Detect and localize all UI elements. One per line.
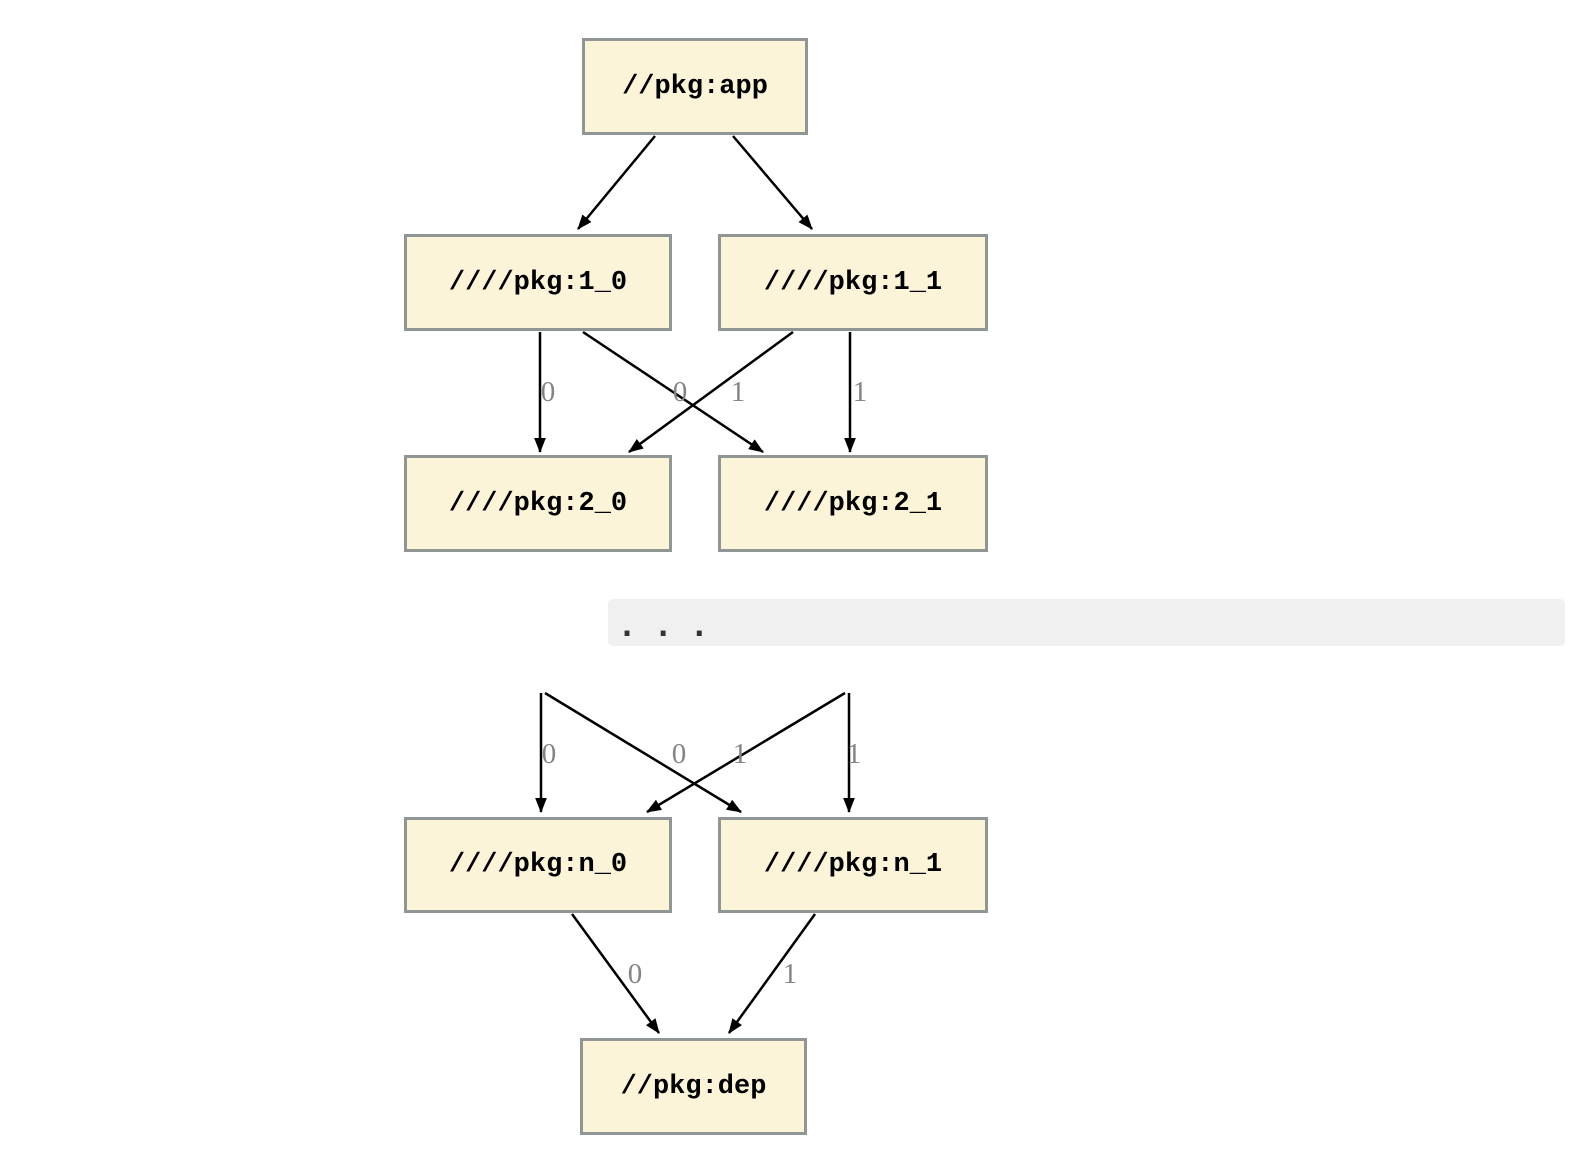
edge-ellipsis-to-n_1-cross bbox=[544, 691, 742, 814]
edge-n_1-to-dep bbox=[727, 913, 817, 1034]
edge-label-n_1-dep: 1 bbox=[783, 958, 798, 990]
edge-label-ellipsis-n_1-right: 1 bbox=[847, 738, 862, 770]
edge-label-ellipsis-n_1-cross: 0 bbox=[672, 738, 687, 770]
ellipsis-dots: . . . bbox=[618, 609, 709, 644]
node-pkg-2_0: ////pkg:2_0 bbox=[404, 455, 672, 552]
edge-label-ellipsis-n_0-left: 0 bbox=[542, 738, 557, 770]
edge-label-1_0-2_0: 0 bbox=[541, 376, 556, 408]
edge-label-1_1-2_0: 1 bbox=[731, 376, 746, 408]
edge-ellipsis-to-n_0-cross bbox=[646, 691, 846, 814]
edge-app-to-1_0 bbox=[577, 135, 656, 230]
node-pkg-1_0: ////pkg:1_0 bbox=[404, 234, 672, 331]
edge-n_0-to-dep bbox=[570, 913, 661, 1034]
edge-app-to-1_1 bbox=[732, 135, 813, 230]
edge-1_0-to-2_1 bbox=[582, 330, 764, 454]
edge-label-1_0-2_1: 0 bbox=[673, 376, 688, 408]
node-dep: //pkg:dep bbox=[580, 1038, 807, 1135]
edge-1_1-to-2_0 bbox=[628, 330, 794, 454]
ellipsis-band: . . . bbox=[608, 599, 1565, 646]
node-app: //pkg:app bbox=[582, 38, 808, 135]
edge-label-n_0-dep: 0 bbox=[628, 958, 643, 990]
edge-label-1_1-2_1: 1 bbox=[853, 376, 868, 408]
node-pkg-n_1: ////pkg:n_1 bbox=[718, 817, 988, 913]
edge-label-ellipsis-n_0-cross: 1 bbox=[733, 738, 748, 770]
node-pkg-2_1: ////pkg:2_1 bbox=[718, 455, 988, 552]
node-pkg-n_0: ////pkg:n_0 bbox=[404, 817, 672, 913]
node-pkg-1_1: ////pkg:1_1 bbox=[718, 234, 988, 331]
